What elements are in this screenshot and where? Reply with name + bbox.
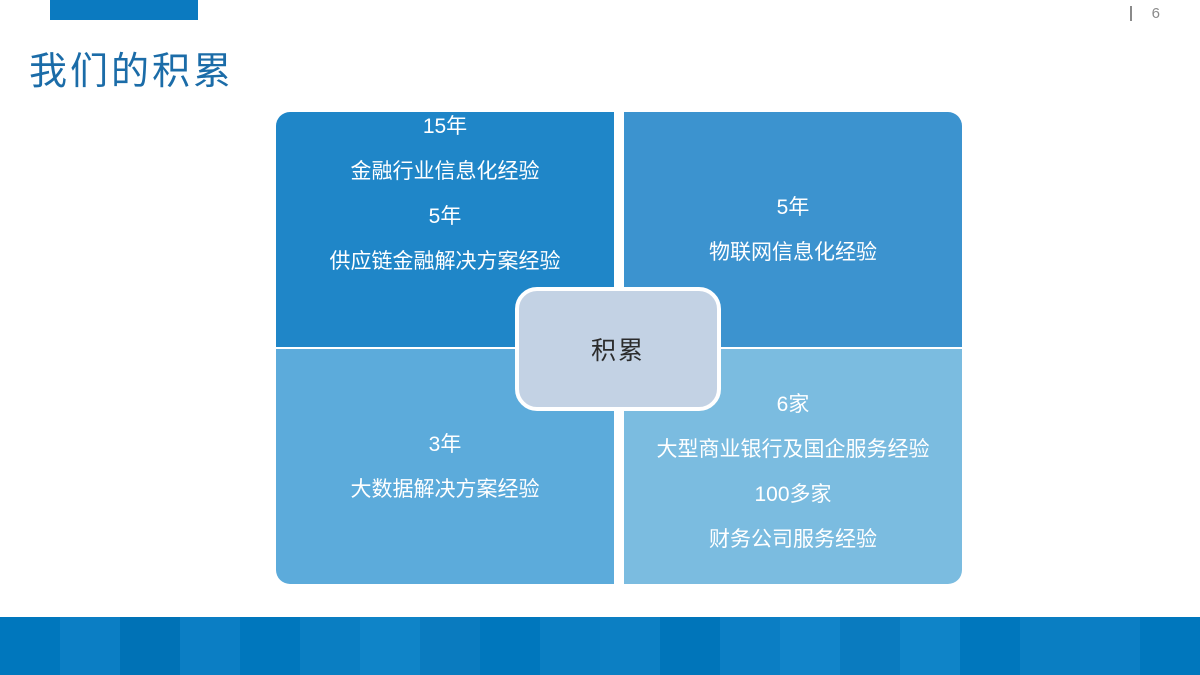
quadrant-line: 6家 xyxy=(776,393,810,416)
footer-stripe xyxy=(660,617,720,675)
footer-stripe xyxy=(420,617,480,675)
footer-stripe xyxy=(1020,617,1080,675)
footer-stripe xyxy=(60,617,120,675)
footer-stripe xyxy=(780,617,840,675)
quadrant-line: 财务公司服务经验 xyxy=(709,528,877,551)
quadrant-line: 5年 xyxy=(428,205,462,228)
quadrant-line: 100多家 xyxy=(754,483,832,506)
quadrant-line: 3年 xyxy=(428,432,462,456)
page-title: 我们的积累 xyxy=(29,51,235,93)
quadrant-bottom-right[interactable]: 6家 大型商业银行及国企服务经验 100多家 财务公司服务经验 xyxy=(624,349,962,584)
footer-stripe xyxy=(960,617,1020,675)
footer-stripe xyxy=(120,617,180,675)
hub-label: 积累 xyxy=(590,337,645,365)
diagram-center-hub[interactable]: 积累 xyxy=(515,287,721,411)
footer-stripe xyxy=(720,617,780,675)
footer-stripe xyxy=(900,617,960,675)
quadrant-top-left[interactable]: 15年 金融行业信息化经验 5年 供应链金融解决方案经验 xyxy=(276,112,614,347)
footer-stripe xyxy=(300,617,360,675)
quadrant-line: 大型商业银行及国企服务经验 xyxy=(656,438,930,461)
footer-banner xyxy=(0,617,1200,675)
footer-stripe xyxy=(840,617,900,675)
header-accent-bar xyxy=(50,0,198,20)
footer-stripe xyxy=(180,617,240,675)
quadrant-top-right[interactable]: 5年 物联网信息化经验 xyxy=(624,112,962,347)
quadrant-line: 5年 xyxy=(776,195,810,219)
footer-stripe xyxy=(240,617,300,675)
quadrant-line: 大数据解决方案经验 xyxy=(350,477,540,501)
quadrant-line: 供应链金融解决方案经验 xyxy=(329,250,561,273)
accumulation-quadrant-diagram: 15年 金融行业信息化经验 5年 供应链金融解决方案经验 5年 物联网信息化经验… xyxy=(276,112,962,584)
footer-stripe xyxy=(480,617,540,675)
vertical-divider-icon xyxy=(1129,6,1132,21)
quadrant-line: 物联网信息化经验 xyxy=(709,240,877,264)
footer-stripe xyxy=(1140,617,1200,675)
quadrant-line: 15年 xyxy=(422,115,468,138)
page-meta: 6 xyxy=(1129,5,1160,22)
footer-stripe xyxy=(0,617,60,675)
quadrant-line: 金融行业信息化经验 xyxy=(350,160,540,183)
footer-stripe xyxy=(1080,617,1140,675)
footer-stripe xyxy=(360,617,420,675)
page-number: 6 xyxy=(1151,5,1160,22)
footer-stripe xyxy=(600,617,660,675)
footer-stripe xyxy=(540,617,600,675)
